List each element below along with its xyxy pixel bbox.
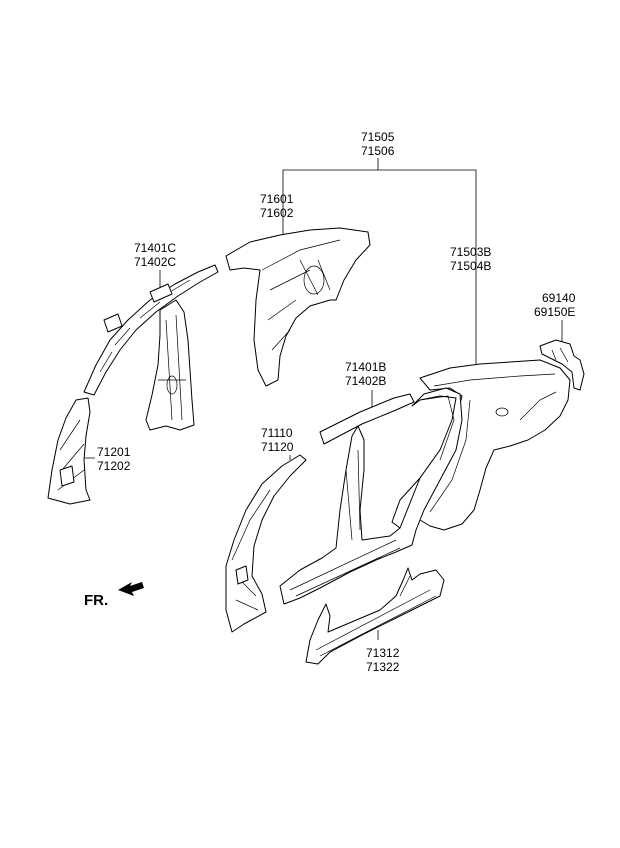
part-number-71201: 71201	[97, 445, 131, 459]
part-number-71402c: 71402C	[134, 255, 177, 269]
part-number-71110: 71110	[261, 426, 293, 440]
part-number-71312: 71312	[366, 646, 400, 660]
side-sill-part	[305, 567, 445, 665]
roof-rail-outer-part	[319, 393, 415, 445]
part-number-71503b: 71503B	[450, 245, 492, 259]
side-outer-panel	[279, 387, 463, 605]
part-number-69140: 69140	[542, 291, 576, 305]
leader-lines	[78, 158, 563, 640]
part-number-71506: 71506	[361, 144, 395, 158]
front-pillar-lower-part	[47, 397, 91, 505]
roof-rail-inner-part	[83, 264, 219, 396]
part-number-71401b: 71401B	[345, 360, 387, 374]
front-pillar-outer-part	[225, 454, 307, 633]
part-number-71120: 71120	[261, 440, 294, 454]
part-number-71602: 71602	[260, 206, 294, 220]
center-pillar-inner-part	[145, 299, 195, 431]
part-number-71402b: 71402B	[345, 374, 387, 388]
part-number-71202: 71202	[97, 459, 131, 473]
fuel-filler-bracket	[539, 339, 585, 391]
quarter-inner-part	[225, 227, 371, 387]
part-number-71505: 71505	[361, 130, 395, 144]
part-number-71401c: 71401C	[134, 241, 177, 255]
part-number-71322: 71322	[366, 660, 400, 674]
front-direction-label: FR.	[84, 592, 109, 609]
part-number-71601: 71601	[260, 192, 294, 206]
part-number-69150e: 69150E	[534, 305, 576, 319]
front-direction-arrow	[118, 582, 144, 596]
part-number-71504b: 71504B	[450, 259, 492, 273]
